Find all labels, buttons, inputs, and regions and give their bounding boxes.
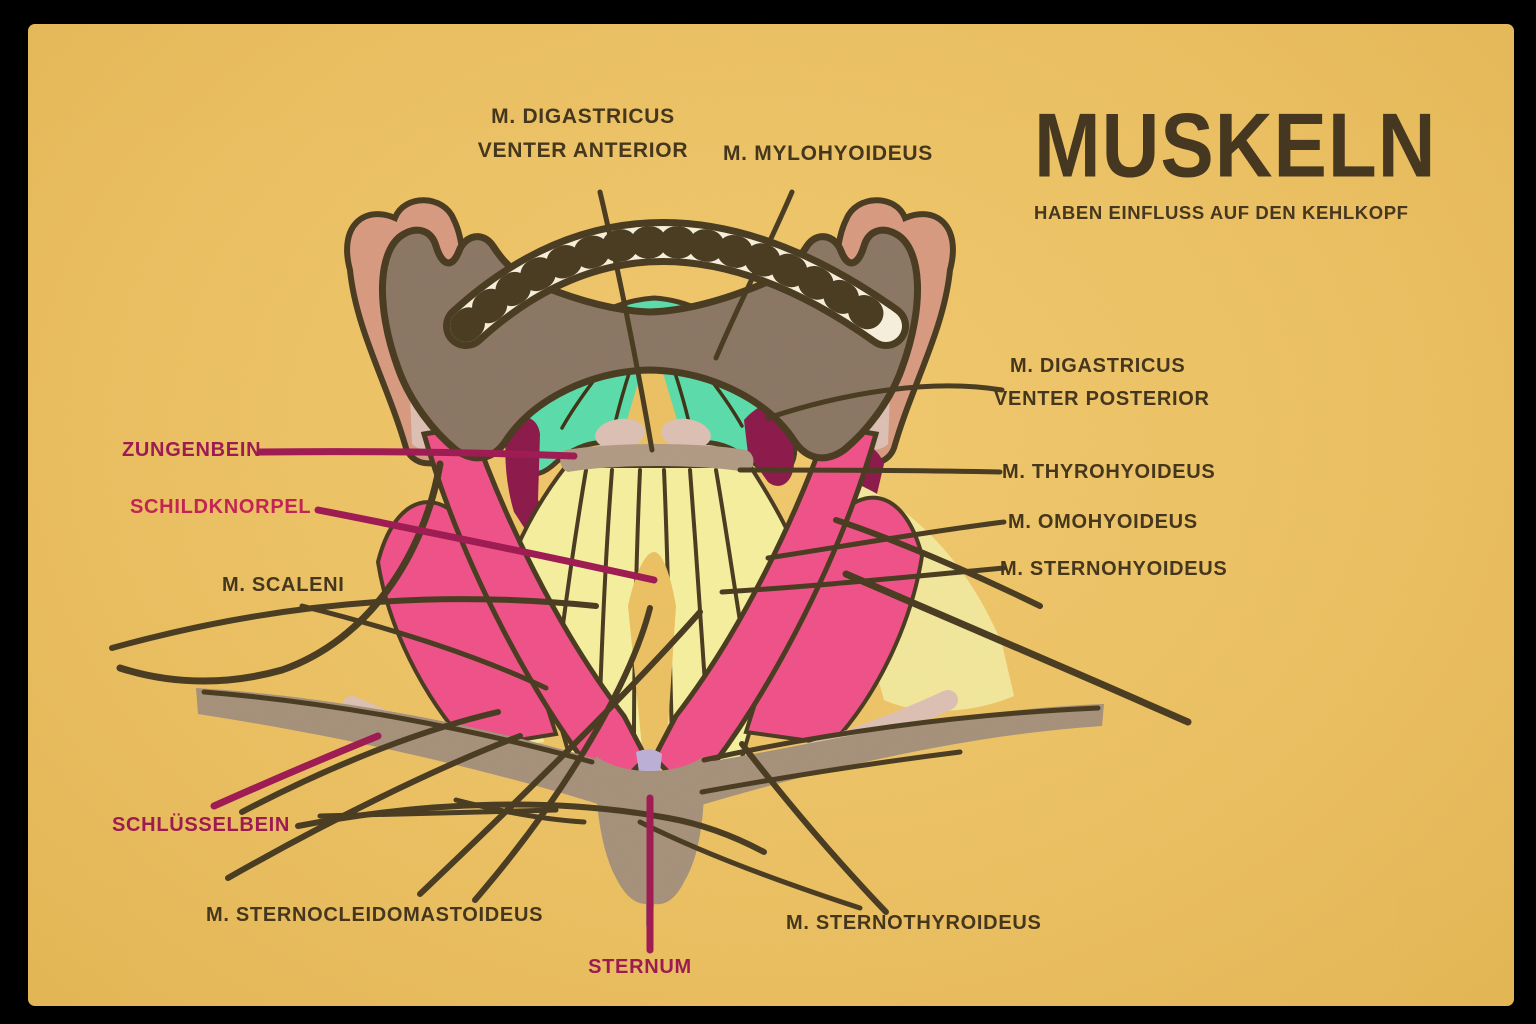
label-mylohyoideus: M. MYLOHYOIDEUS <box>722 142 934 165</box>
label-digastricus-posterior-line2: VENTER POSTERIOR <box>994 388 1210 410</box>
label-sternothyroideus: M. STERNOTHYROIDEUS <box>786 912 1042 934</box>
poster-title: MUSKELN <box>1034 94 1437 196</box>
paper-grain-texture <box>28 24 1514 1006</box>
label-scaleni: M. SCALENI <box>222 574 345 596</box>
anatomy-illustration <box>28 24 1514 1006</box>
label-schildknorpel: SCHILDKNORPEL <box>130 496 312 518</box>
label-thyrohyoideus: M. THYROHYOIDEUS <box>1002 461 1216 483</box>
label-digastricus-posterior-line1: M. DIGASTRICUS <box>1010 355 1186 377</box>
label-digastricus-anterior-line1: M. DIGASTRICUS <box>491 105 675 128</box>
label-sternohyoideus: M. STERNOHYOIDEUS <box>1000 558 1228 580</box>
label-schluesselbein: SCHLÜSSELBEIN <box>112 814 291 836</box>
title-block: MUSKELN HABEN EINFLUSS AUF DEN KEHLKOPF <box>1034 94 1437 224</box>
label-sternocleidomastoideus: M. STERNOCLEIDOMASTOIDEUS <box>206 904 544 926</box>
poster-subtitle: HABEN EINFLUSS AUF DEN KEHLKOPF <box>1034 202 1409 223</box>
label-digastricus-anterior-line2: VENTER ANTERIOR <box>477 139 689 162</box>
parchment-background: MUSKELN HABEN EINFLUSS AUF DEN KEHLKOPF … <box>28 24 1514 1006</box>
label-sternum: STERNUM <box>588 956 692 978</box>
label-zungenbein: ZUNGENBEIN <box>122 439 262 461</box>
label-omohyoideus: M. OMOHYOIDEUS <box>1008 511 1198 533</box>
